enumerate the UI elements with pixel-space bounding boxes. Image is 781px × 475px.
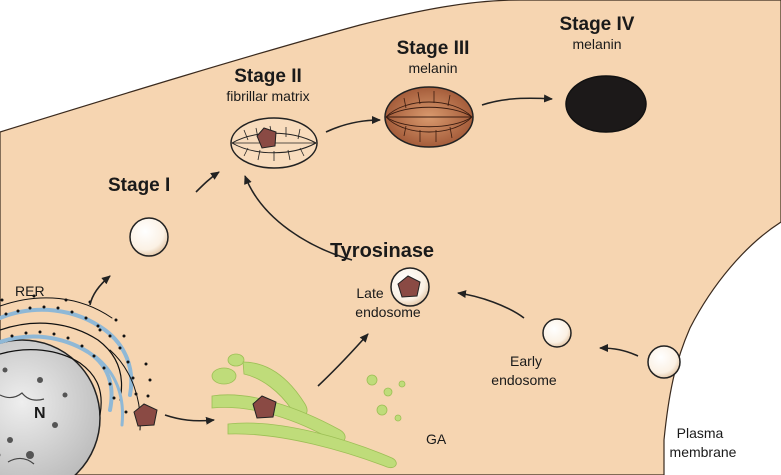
plasma-membrane-label-1: Plasma xyxy=(677,425,724,441)
arrow-stage-i-to-stage-ii xyxy=(195,171,220,193)
plasma-membrane-label-2: membrane xyxy=(670,444,737,460)
arrow-early-to-late-endosome xyxy=(457,290,525,319)
late-endosome xyxy=(390,267,430,307)
stage-ii-melanosome xyxy=(230,117,318,169)
late-endosome-label-2: endosome xyxy=(355,304,421,320)
arrow-golgi-to-late-endosome xyxy=(317,333,369,387)
stage-iv-subtitle: melanin xyxy=(572,36,621,52)
early-endosome-label-1: Early xyxy=(510,353,542,369)
arrow-plasma-to-early-endosome xyxy=(599,344,639,357)
stage-iv-title: Stage IV xyxy=(560,14,635,35)
nucleus xyxy=(0,339,101,475)
arrow-stage-iii-to-stage-iv xyxy=(481,94,553,106)
early-endosome-vesicle xyxy=(542,318,572,348)
tyrosinase-golgi xyxy=(252,395,277,419)
tyrosinase-label: Tyrosinase xyxy=(330,240,434,262)
ga-label: GA xyxy=(426,431,447,447)
tyrosinase-er xyxy=(133,403,158,427)
pathway-arrows xyxy=(89,94,639,425)
stage-iii-subtitle: melanin xyxy=(408,60,457,76)
stage-ii-title: Stage II xyxy=(234,66,302,87)
arrow-rer-to-stage-i xyxy=(89,275,111,306)
stage-ii-subtitle: fibrillar matrix xyxy=(226,88,309,104)
arrow-er-to-golgi xyxy=(164,414,215,425)
plasma-membrane-vesicle xyxy=(647,345,681,379)
arrow-late-endosome-to-stage-ii xyxy=(244,175,353,261)
golgi-apparatus xyxy=(211,353,406,469)
stage-iii-melanosome xyxy=(384,86,474,148)
stage-i-vesicle xyxy=(129,217,169,257)
stage-iii-title: Stage III xyxy=(397,38,470,59)
late-endosome-label-1: Late xyxy=(356,285,383,301)
rer-label: RER xyxy=(15,283,45,299)
arrow-stage-ii-to-stage-iii xyxy=(325,116,381,133)
nucleus-label: N xyxy=(34,405,46,422)
early-endosome-label-2: endosome xyxy=(491,372,557,388)
stage-iv-melanosome xyxy=(565,75,647,133)
stage-i-title: Stage I xyxy=(108,175,170,196)
